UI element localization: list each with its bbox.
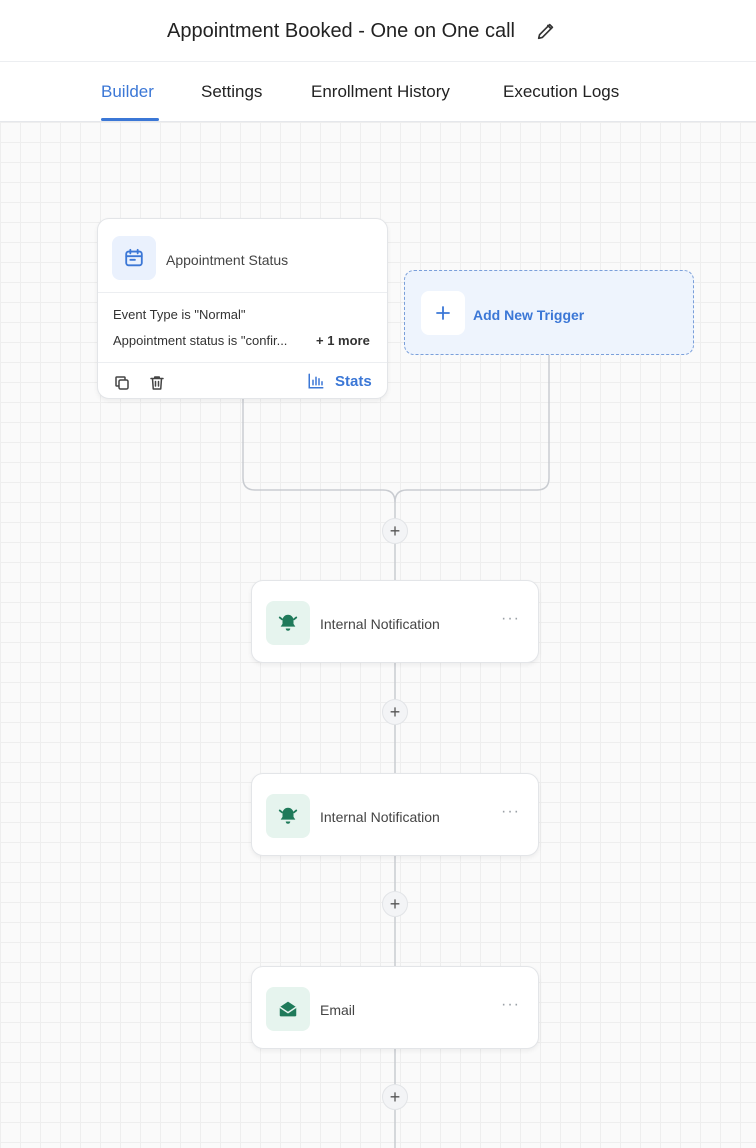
tab-builder[interactable]: Builder (101, 82, 154, 101)
more-options-icon[interactable]: ··· (501, 803, 520, 820)
copy-icon[interactable] (113, 374, 131, 392)
mail-icon (279, 1001, 297, 1017)
trigger-title: Appointment Status (166, 252, 289, 268)
pencil-icon[interactable] (535, 20, 557, 42)
calendar-icon (125, 248, 143, 267)
trigger-icon-box (112, 236, 156, 280)
header: Appointment Booked - One on One call (0, 0, 756, 62)
plus-icon-box (421, 291, 465, 335)
add-step-button[interactable]: + (382, 699, 408, 725)
more-options-icon[interactable]: ··· (501, 610, 520, 627)
action-card-email[interactable]: Email ··· (251, 966, 539, 1049)
workflow-title: Appointment Booked - One on One call (167, 20, 515, 42)
tab-settings[interactable]: Settings (201, 82, 263, 101)
bell-icon (278, 614, 298, 631)
action-icon-box (266, 601, 310, 645)
action-title: Email (320, 1002, 356, 1018)
tab-bar: Builder Settings Enrollment History Exec… (0, 62, 756, 122)
stats-label: Stats (335, 372, 372, 390)
action-icon-box (266, 794, 310, 838)
active-tab-indicator (101, 118, 159, 121)
trigger-card-header: Appointment Status (98, 219, 387, 293)
trigger-condition: Appointment status is "confir... (113, 333, 288, 348)
trigger-card-appointment-status[interactable]: Appointment Status Event Type is "Normal… (97, 218, 388, 399)
action-title: Internal Notification (320, 809, 440, 825)
more-conditions-link[interactable]: + 1 more (316, 333, 370, 348)
tab-execution-logs[interactable]: Execution Logs (503, 82, 620, 101)
action-icon-box (266, 987, 310, 1031)
tab-enrollment-history[interactable]: Enrollment History (311, 82, 450, 101)
trigger-card-footer: Stats (98, 362, 387, 400)
stats-button[interactable]: Stats (307, 372, 372, 390)
bar-chart-icon (308, 373, 324, 389)
action-card-internal-notification[interactable]: Internal Notification ··· (251, 773, 539, 856)
action-title: Internal Notification (320, 616, 440, 632)
add-step-button[interactable]: + (382, 518, 408, 544)
add-new-trigger-label: Add New Trigger (473, 307, 585, 323)
trash-icon[interactable] (148, 374, 166, 392)
add-step-button[interactable]: + (382, 1084, 408, 1110)
add-new-trigger-button[interactable]: Add New Trigger (404, 270, 694, 355)
bell-icon (278, 807, 298, 824)
add-step-button[interactable]: + (382, 891, 408, 917)
more-options-icon[interactable]: ··· (501, 996, 520, 1013)
trigger-condition: Event Type is "Normal" (113, 307, 246, 322)
action-card-internal-notification[interactable]: Internal Notification ··· (251, 580, 539, 663)
plus-icon (436, 306, 450, 320)
